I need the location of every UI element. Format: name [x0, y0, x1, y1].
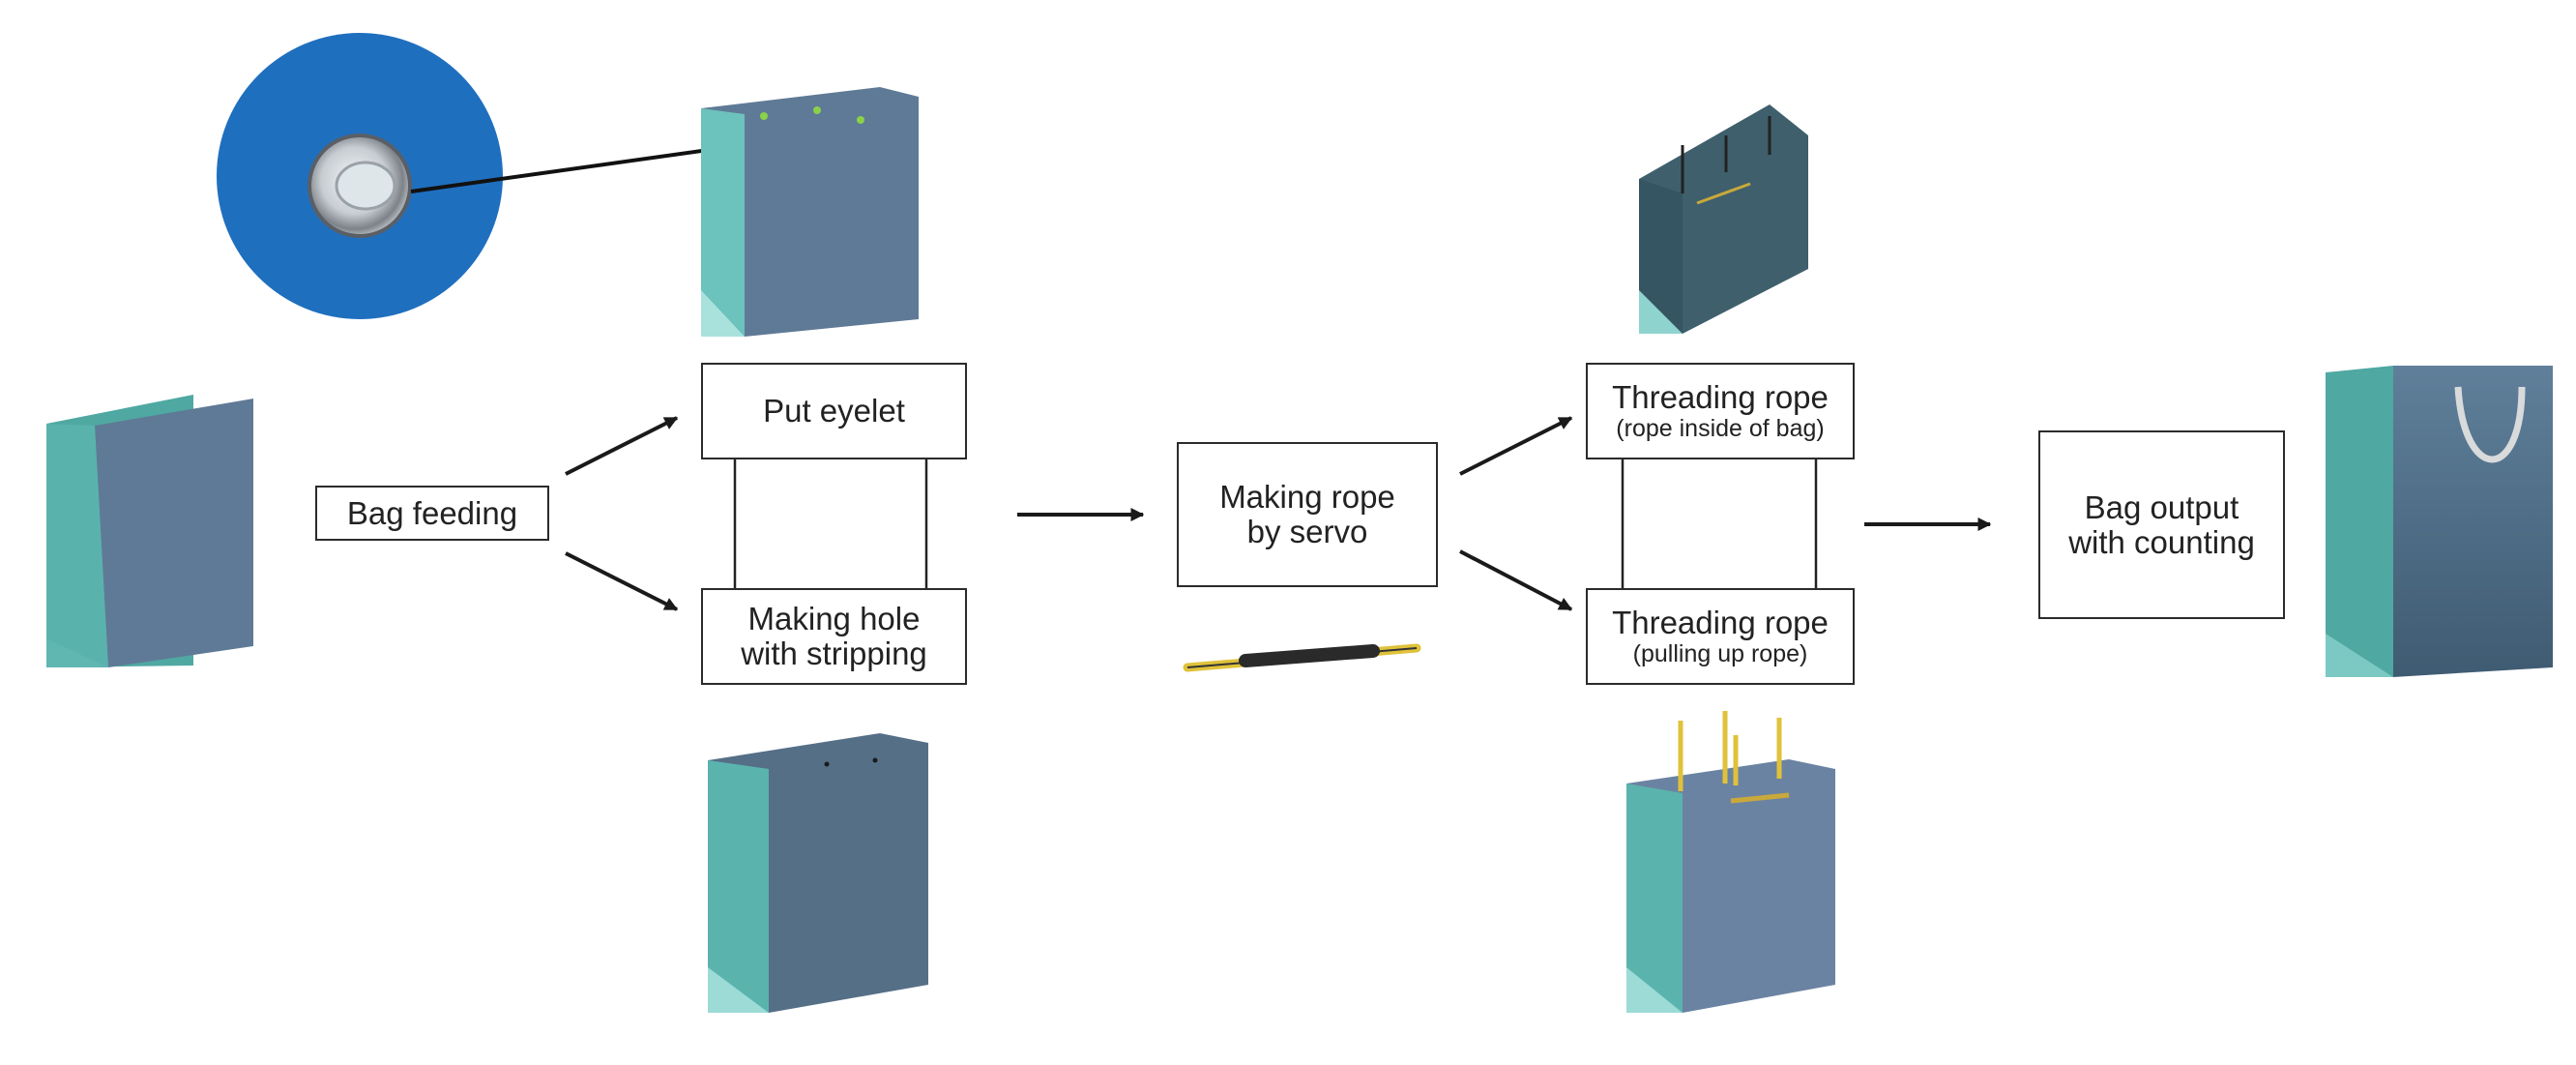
arrow-rope-to-pulling — [1459, 549, 1573, 611]
bag-with-eyelets-illustration — [701, 87, 919, 337]
step-bag-feeding: Bag feeding — [315, 486, 549, 541]
bag-with-holes-illustration — [708, 733, 928, 1013]
step-threading-pulling-note: (pulling up rope) — [1632, 640, 1808, 668]
arrow-rope-to-inside — [1459, 416, 1573, 476]
step-making-rope: Making rope by servo — [1177, 442, 1438, 587]
step-making-hole-line2: with stripping — [741, 636, 927, 671]
step-bag-output-line1: Bag output — [2084, 488, 2239, 525]
step-bag-feeding-label: Bag feeding — [346, 494, 518, 531]
bag-output-illustration — [2326, 366, 2553, 677]
eyelet-closeup-icon — [217, 33, 813, 319]
step-put-eyelet-label: Put eyelet — [763, 393, 905, 429]
step-bag-output-line2: with counting — [2068, 523, 2255, 560]
flow-arrows — [565, 416, 1992, 611]
step-threading-inside: Threading rope (rope inside of bag) — [1586, 363, 1855, 459]
step-bag-output: Bag output with counting — [2038, 430, 2285, 619]
bag-rope-inside-illustration — [1639, 104, 1808, 334]
step-making-hole: Making hole with stripping — [701, 588, 967, 685]
connectors — [733, 459, 1818, 588]
step-threading-pulling: Threading rope (pulling up rope) — [1586, 588, 1855, 685]
arrow-feed-to-hole — [565, 551, 679, 611]
step-threading-inside-label: Threading rope — [1612, 378, 1829, 415]
step-threading-pulling-label: Threading rope — [1612, 604, 1829, 640]
bag-feeding-illustration — [46, 395, 253, 667]
step-making-hole-line1: Making hole — [747, 601, 921, 637]
rope-piece-illustration — [1183, 643, 1421, 672]
step-making-rope-line1: Making rope — [1219, 479, 1395, 516]
step-making-rope-line2: by servo — [1246, 514, 1368, 549]
bag-rope-pulled-illustration — [1626, 711, 1835, 1013]
arrow-feed-to-eyelet — [565, 416, 679, 476]
step-put-eyelet: Put eyelet — [701, 363, 967, 459]
step-threading-inside-note: (rope inside of bag) — [1616, 415, 1825, 443]
